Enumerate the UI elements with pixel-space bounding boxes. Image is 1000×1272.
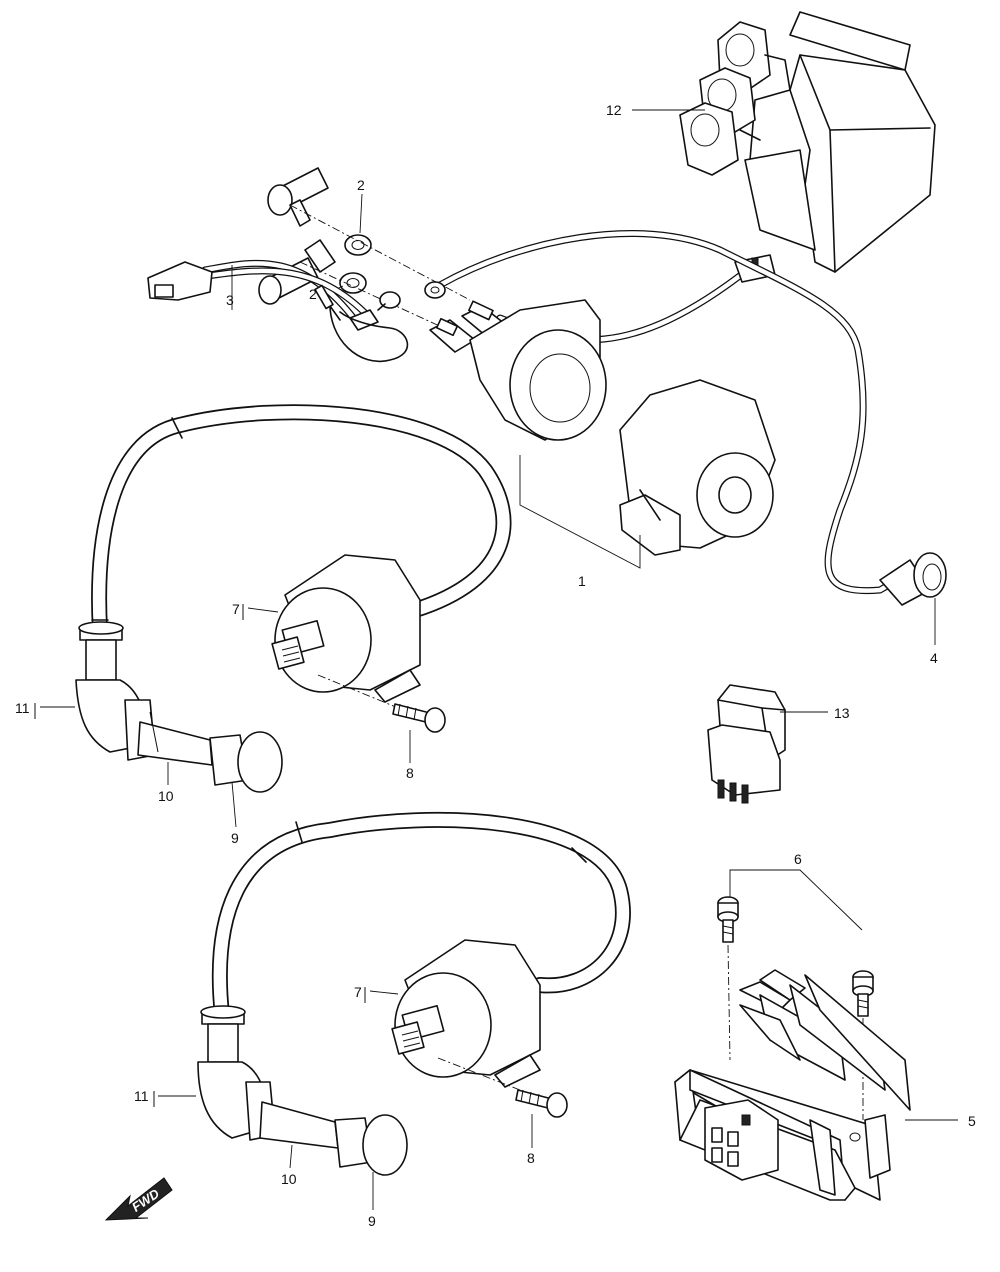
ignition-coil-upper [75, 404, 512, 793]
leader-7b [369, 990, 399, 995]
ignition-coil-lower [197, 811, 631, 1176]
leader-6-bracket [729, 869, 863, 931]
assembly-line [727, 944, 731, 1061]
leader-2a [359, 193, 363, 234]
callout-3: 3 [226, 292, 234, 308]
leader-10b [289, 1144, 293, 1169]
assembly-line [289, 204, 471, 301]
fwd-arrow-icon: FWD [104, 1177, 173, 1221]
part-4-battery-cable [424, 230, 947, 606]
callout-9: 9 [368, 1213, 376, 1229]
callout-9: 9 [231, 830, 239, 846]
part-5-regulator-rectifier [674, 969, 911, 1201]
leader-1-bracket [519, 455, 641, 569]
callout-tick-marks [34, 604, 366, 1107]
assembly-line [317, 674, 409, 713]
part-8-screw-upper [392, 703, 446, 733]
part-1-starter-relay [429, 254, 776, 556]
part-3-harness [147, 259, 409, 363]
callout-2: 2 [357, 177, 365, 193]
callout-12: 12 [606, 102, 622, 118]
callout-13: 13 [834, 705, 850, 721]
callout-6: 6 [794, 851, 802, 867]
assembly-line [437, 1057, 521, 1091]
callout-2: 2 [309, 286, 317, 302]
leader-9a [231, 781, 237, 828]
part-12-fuse-box [679, 11, 936, 273]
callout-8: 8 [406, 765, 414, 781]
callout-11: 11 [134, 1088, 149, 1104]
callout-4: 4 [930, 650, 938, 666]
callout-10: 10 [158, 788, 174, 804]
callout-5: 5 [968, 1113, 976, 1129]
part-6-bolts [717, 896, 874, 1017]
part-13-relay [707, 684, 786, 804]
callout-7: 7 [354, 984, 362, 1000]
callout-1: 1 [578, 573, 586, 589]
leader-7a [247, 607, 279, 613]
callout-11: 11 [15, 700, 30, 716]
callout-7: 7 [232, 601, 240, 617]
callout-8: 8 [527, 1150, 535, 1166]
callout-10: 10 [281, 1171, 297, 1187]
part-8-screw-lower [515, 1089, 568, 1118]
